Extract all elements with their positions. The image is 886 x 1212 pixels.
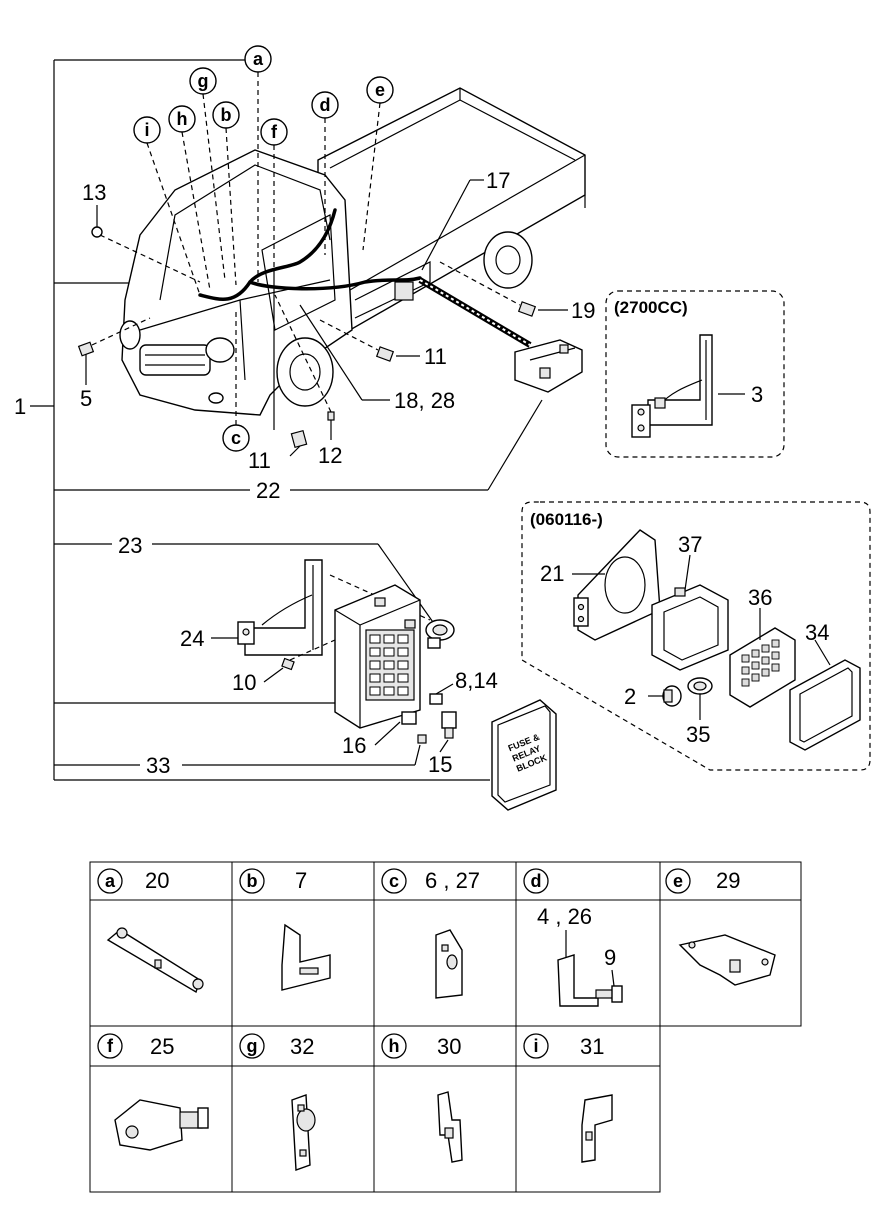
table-cell-c: c 6 , 27 — [381, 868, 480, 999]
marker-h: h — [168, 105, 196, 133]
svg-text:29: 29 — [716, 868, 740, 893]
callout-34: 34 — [805, 620, 829, 645]
variant-2700cc-label: (2700CC) — [614, 298, 688, 317]
callout-37: 37 — [678, 532, 702, 557]
marker-c: c — [222, 424, 250, 452]
detail-table — [89, 861, 802, 1193]
truck-illustration — [119, 87, 586, 416]
svg-text:7: 7 — [295, 868, 307, 893]
callout-10: 10 — [232, 670, 256, 695]
bolt-11-lower — [290, 429, 308, 449]
bolt-13 — [91, 226, 201, 283]
marker-g: g — [189, 67, 217, 95]
bolt-5 — [77, 317, 151, 357]
bolt-11-upper — [319, 319, 395, 362]
callout-11-lower: 11 — [248, 448, 271, 473]
svg-text:e: e — [673, 871, 683, 891]
svg-text:c: c — [231, 428, 241, 448]
table-cell-h: h 30 — [381, 1033, 463, 1163]
marker-d: d — [311, 91, 339, 119]
svg-text:20: 20 — [145, 868, 169, 893]
relay-block-assembly: FUSE & RELAY BLOCK — [211, 559, 557, 811]
svg-text:f: f — [107, 1036, 114, 1056]
callout-1: 1 — [14, 394, 26, 419]
marker-a: a — [244, 45, 272, 73]
callout-11-upper: 11 — [424, 344, 447, 369]
callout-18-28: 18, 28 — [394, 388, 455, 413]
table-cell-d: d 4 , 26 9 — [523, 868, 623, 1007]
variant-060116: (060116-) — [521, 501, 871, 771]
table-cell-e: e 29 — [665, 868, 776, 986]
table-cell-a: a 20 — [97, 868, 204, 994]
table-cell-b: b 7 — [239, 868, 331, 991]
svg-text:9: 9 — [604, 945, 616, 970]
svg-text:4 , 26: 4 , 26 — [537, 904, 592, 929]
svg-text:a: a — [105, 871, 116, 891]
marker-b: b — [212, 101, 240, 129]
svg-text:g: g — [198, 71, 209, 91]
svg-text:a: a — [253, 49, 264, 69]
marker-i: i — [133, 116, 161, 144]
callout-16: 16 — [342, 733, 366, 758]
table-cell-f: f 25 — [97, 1033, 209, 1151]
svg-text:f: f — [271, 122, 278, 142]
svg-text:32: 32 — [290, 1034, 314, 1059]
callout-8-14: 8,14 — [455, 668, 498, 693]
callout-23: 23 — [118, 533, 142, 558]
svg-text:h: h — [389, 1036, 400, 1056]
svg-text:b: b — [221, 105, 232, 125]
callout-13: 13 — [82, 180, 106, 205]
main-bracket — [30, 59, 543, 781]
svg-text:6 , 27: 6 , 27 — [425, 868, 480, 893]
callout-2: 2 — [624, 684, 636, 709]
svg-text:e: e — [375, 80, 385, 100]
callout-17: 17 — [486, 168, 510, 193]
table-cell-i: i 31 — [523, 1033, 613, 1163]
svg-text:30: 30 — [437, 1034, 461, 1059]
svg-text:i: i — [144, 120, 149, 140]
table-cell-g: g 32 — [239, 1033, 316, 1171]
callout-19: 19 — [571, 298, 595, 323]
callout-15: 15 — [428, 752, 452, 777]
callout-22: 22 — [256, 478, 280, 503]
variant-060116-label: (060116-) — [530, 510, 603, 529]
svg-text:i: i — [533, 1036, 538, 1056]
truck-leaders — [85, 72, 568, 457]
callout-12: 12 — [318, 443, 342, 468]
variant-2700cc: (2700CC) 3 — [605, 290, 785, 458]
callout-5: 5 — [80, 386, 92, 411]
svg-text:b: b — [247, 871, 258, 891]
bolt-19 — [439, 261, 537, 317]
svg-text:d: d — [531, 871, 542, 891]
callout-35: 35 — [686, 722, 710, 747]
callout-21: 21 — [540, 561, 564, 586]
svg-text:h: h — [177, 109, 188, 129]
callout-3: 3 — [751, 382, 763, 407]
marker-e: e — [366, 76, 394, 104]
svg-text:d: d — [320, 95, 331, 115]
svg-text:31: 31 — [580, 1034, 604, 1059]
callout-24: 24 — [180, 626, 204, 651]
callout-33: 33 — [146, 753, 170, 778]
callout-36: 36 — [748, 585, 772, 610]
marker-f: f — [260, 118, 288, 146]
svg-text:g: g — [247, 1036, 258, 1056]
svg-text:25: 25 — [150, 1034, 174, 1059]
svg-text:c: c — [389, 871, 399, 891]
